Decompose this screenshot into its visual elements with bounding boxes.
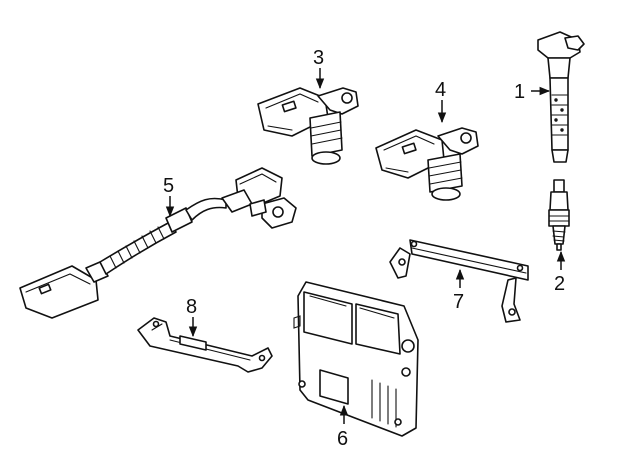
- callout-6: 6: [337, 428, 348, 450]
- camshaft-sensor-upper: [257, 87, 359, 165]
- engine-control-module: [293, 281, 419, 437]
- callout-2: 2: [554, 273, 565, 295]
- ignition-coil: [537, 31, 585, 163]
- spark-plug: [548, 179, 570, 251]
- callout-5: 5: [163, 175, 174, 197]
- crankshaft-sensor: [19, 167, 297, 319]
- callout-4: 4: [435, 79, 446, 101]
- callout-8: 8: [186, 296, 197, 318]
- camshaft-sensor-lower: [375, 127, 479, 201]
- callout-1: 1: [514, 81, 525, 103]
- mounting-bracket: [389, 239, 529, 323]
- module-holder: [137, 317, 273, 373]
- callout-3: 3: [313, 47, 324, 69]
- callout-7: 7: [453, 291, 464, 313]
